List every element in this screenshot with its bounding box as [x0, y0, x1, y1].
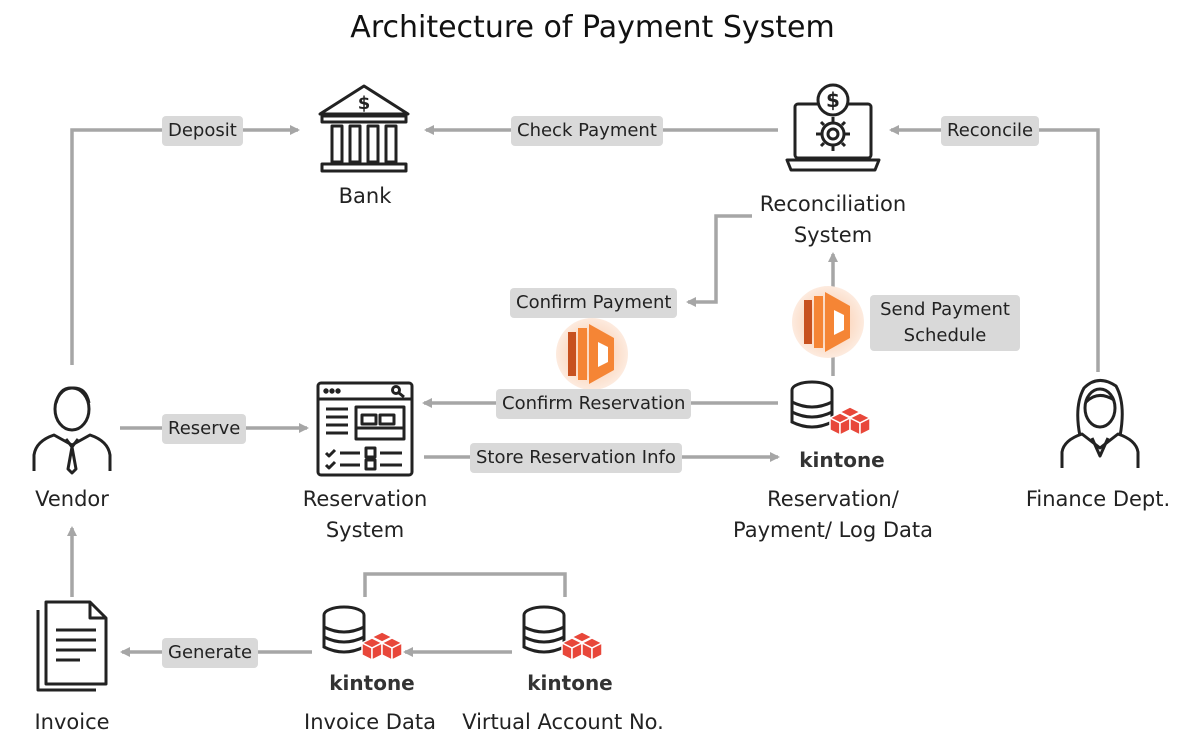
businesswoman-icon — [1060, 379, 1140, 468]
kintone-database-icon — [322, 605, 404, 662]
aws-lambda-icon — [556, 318, 628, 390]
finance-dept-label: Finance Dept. — [1025, 487, 1171, 511]
edge-label-generate: Generate — [162, 638, 259, 668]
edge-label-confirm-payment: Confirm Payment — [510, 288, 678, 318]
kintone-database-icon — [790, 380, 872, 437]
laptop-gear-dollar-icon: $ — [785, 83, 881, 172]
kintone-wordmark: kintone — [527, 671, 613, 695]
aws-lambda-icon — [792, 286, 864, 358]
invoice-label: Invoice — [34, 710, 110, 734]
reservation-system-label: Reservation System — [302, 487, 428, 542]
vendor-label: Vendor — [35, 487, 109, 511]
edge-link-virtual-invoice — [363, 572, 567, 597]
booking-window-icon — [316, 381, 414, 477]
virtual-account-label: Virtual Account No. — [462, 710, 664, 734]
edge-label-confirm-reservation: Confirm Reservation — [496, 389, 692, 419]
edge-label-deposit: Deposit — [162, 116, 243, 146]
reconciliation-system-label: Reconciliation System — [759, 192, 907, 247]
edge-deposit — [70, 125, 300, 365]
kintone-database-icon — [522, 605, 604, 662]
svg-text:$: $ — [826, 88, 840, 112]
kintone-wordmark: kintone — [329, 671, 415, 695]
bank-label: Bank — [338, 184, 392, 208]
edge-label-send-payment-schedule: Send Payment Schedule — [870, 295, 1020, 351]
bank-icon: $ — [318, 84, 410, 173]
edge-label-check-payment: Check Payment — [511, 116, 663, 146]
diagram-title: Architecture of Payment System — [350, 10, 835, 45]
edge-label-store-reservation-info: Store Reservation Info — [470, 443, 682, 473]
businessman-icon — [32, 386, 112, 475]
document-icon — [36, 600, 108, 692]
edge-confirm-payment — [686, 214, 752, 307]
edge-label-reserve: Reserve — [162, 414, 247, 444]
edge-label-reconcile: Reconcile — [941, 116, 1040, 146]
invoice-data-label: Invoice Data — [304, 710, 436, 734]
svg-text:$: $ — [358, 93, 371, 114]
kintone-wordmark: kintone — [799, 448, 885, 472]
reservation-data-label: Reservation/ Payment/ Log Data — [732, 487, 933, 542]
